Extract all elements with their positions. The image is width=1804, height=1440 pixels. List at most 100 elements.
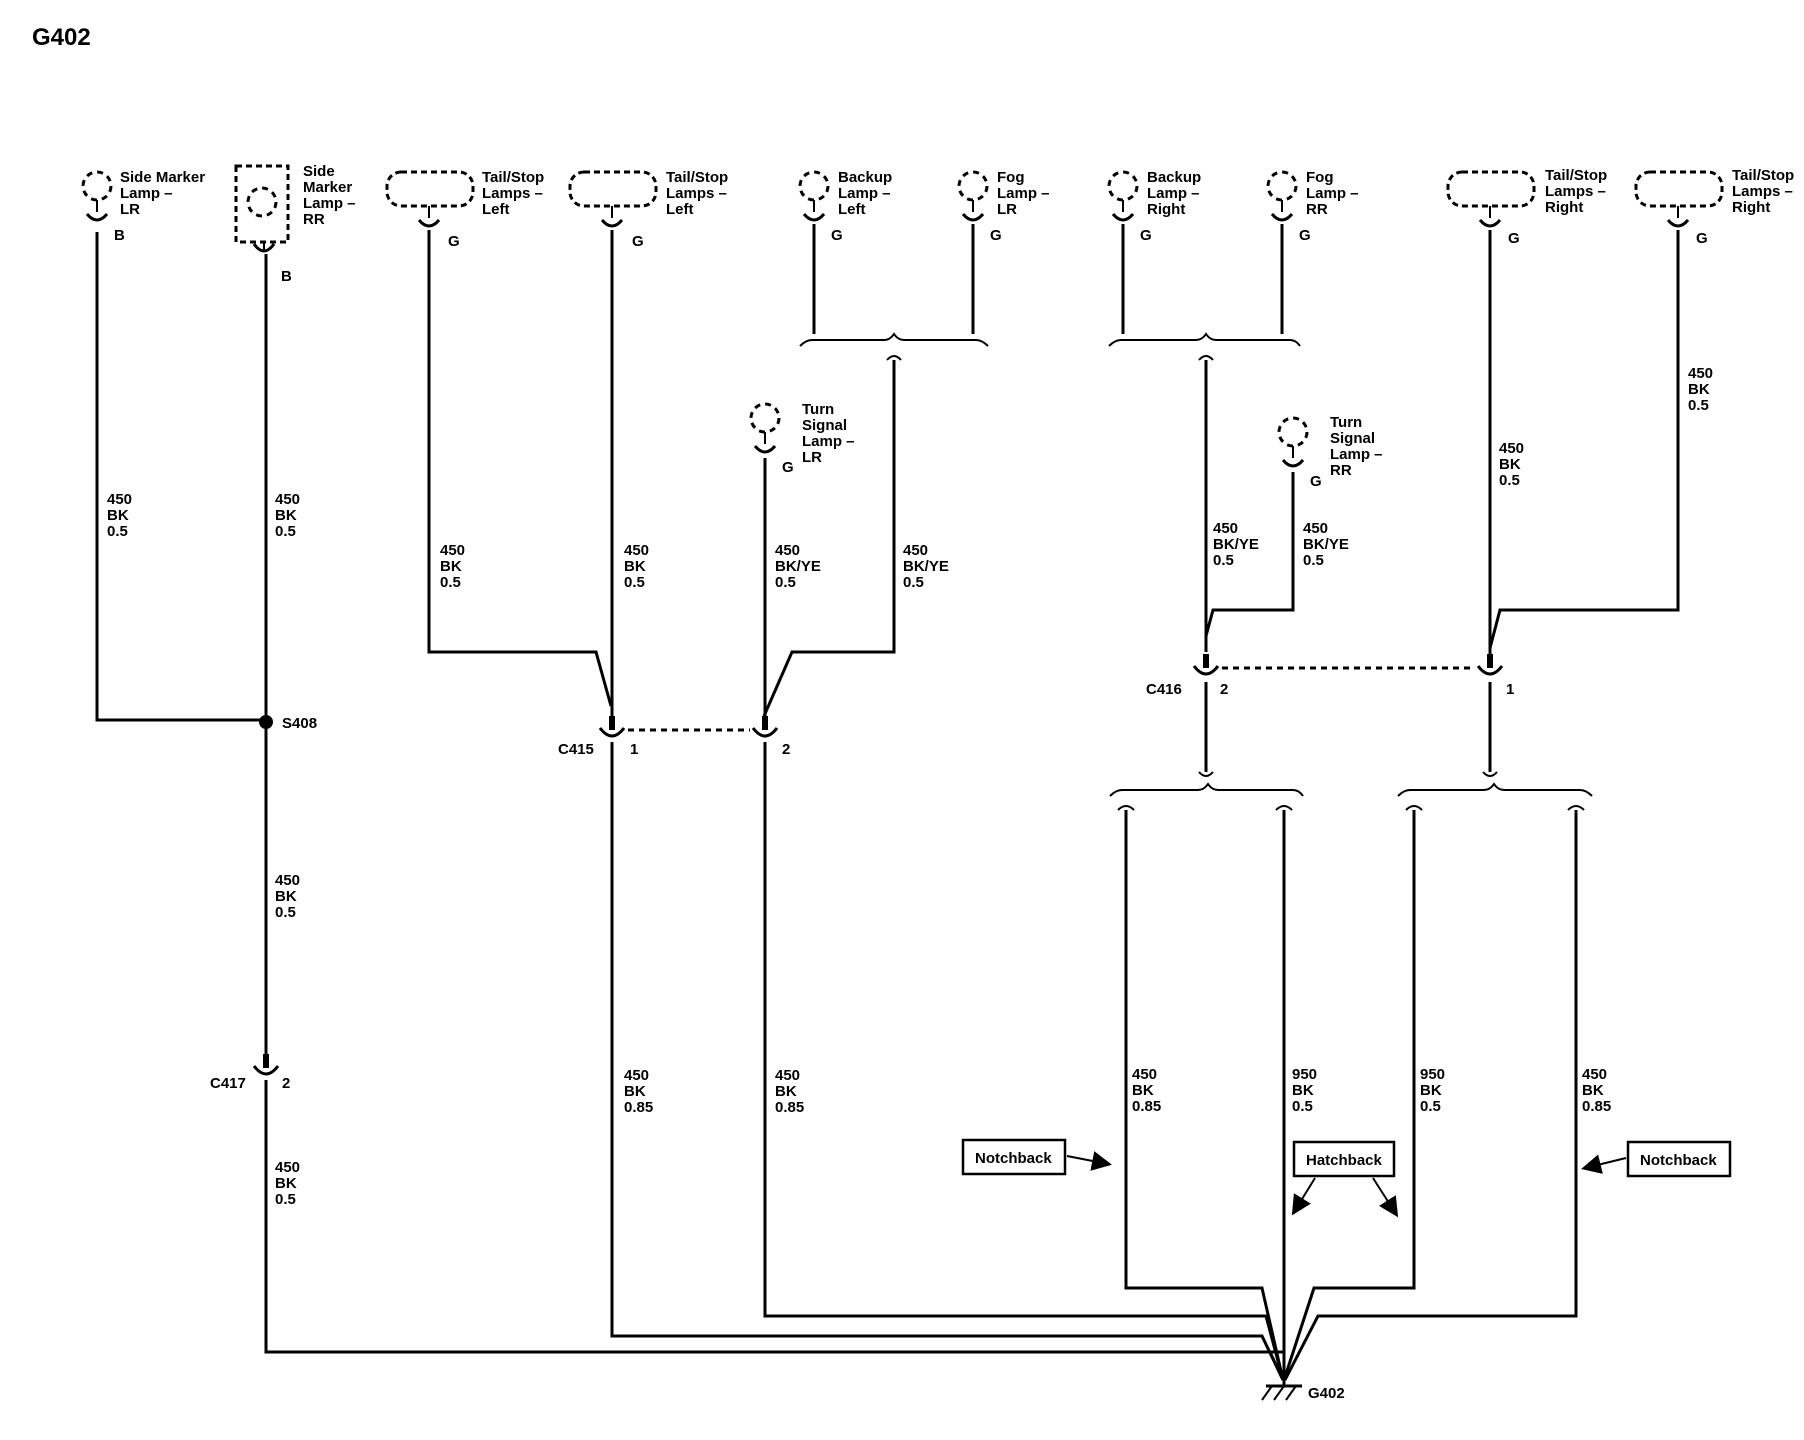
note-notchback-right: Notchback <box>1581 1140 1732 1178</box>
pin-label: G <box>1696 230 1708 247</box>
svg-text:Notchback: Notchback <box>975 1150 1052 1167</box>
pin-label: B <box>281 268 292 285</box>
wire-c415-pin2 <box>763 742 1285 1381</box>
pin-label: G <box>632 233 644 250</box>
pin-label: G <box>1310 473 1322 490</box>
bracket-stub <box>1567 805 1585 811</box>
svg-text:C417: C417 <box>210 1075 246 1092</box>
svg-text:C415: C415 <box>558 741 594 758</box>
wire-ground-merge <box>266 1350 1285 1381</box>
svg-text:2: 2 <box>1220 681 1228 698</box>
svg-text:2: 2 <box>782 741 790 758</box>
bracket-stub <box>1198 771 1214 777</box>
bracket-lower-right <box>1397 782 1593 797</box>
pin-label: G <box>1508 230 1520 247</box>
bracket-stub <box>1275 805 1293 811</box>
splice-s408: S408 <box>259 715 317 732</box>
note-notchback-left: Notchback <box>961 1138 1112 1176</box>
wire-c417-ground <box>264 1080 1283 1354</box>
pin-label: G <box>1140 227 1152 244</box>
wire-turn-signal-rr <box>1204 472 1295 637</box>
connector-c415: C415 1 2 <box>558 716 790 758</box>
wire-c415-pin1 <box>610 742 1285 1381</box>
svg-text:1: 1 <box>630 741 638 758</box>
svg-text:C416: C416 <box>1146 681 1182 698</box>
svg-text:Hatchback: Hatchback <box>1306 1152 1383 1169</box>
bracket-stub <box>1405 805 1423 811</box>
wire-notchback-left <box>1124 810 1285 1381</box>
connector-c416: C416 2 1 <box>1146 654 1514 698</box>
wire-backup-fog-left-merge <box>762 360 896 717</box>
wire-notchback-right <box>1283 810 1578 1381</box>
wire-tail-stop-left-1 <box>427 230 613 707</box>
pin-label: G <box>448 233 460 250</box>
wire-side-marker-lr <box>95 232 266 722</box>
bracket-stub <box>886 355 902 361</box>
pin-label: G <box>831 227 843 244</box>
bracket-right-group <box>1108 332 1301 347</box>
pin-label: G <box>1299 227 1311 244</box>
note-hatchback: Hatchback <box>1291 1140 1399 1218</box>
pin-label: B <box>114 227 125 244</box>
page-title: G402 <box>32 24 91 51</box>
svg-text:S408: S408 <box>282 715 317 732</box>
wire-tail-stop-right-2 <box>1488 230 1680 649</box>
pin-label: G <box>990 227 1002 244</box>
bracket-lower-left <box>1109 782 1304 797</box>
connector-c417: C417 2 <box>210 1054 290 1092</box>
ground-g402: G402 <box>1261 1380 1345 1402</box>
bracket-stub <box>1198 355 1214 361</box>
wire-hatchback-right <box>1282 810 1416 1381</box>
svg-text:2: 2 <box>282 1075 290 1092</box>
bracket-left-group <box>799 332 989 347</box>
svg-text:Notchback: Notchback <box>1640 1152 1717 1169</box>
pin-label: G <box>782 459 794 476</box>
svg-text:1: 1 <box>1506 681 1514 698</box>
svg-text:G402: G402 <box>1308 1385 1345 1402</box>
bracket-stub <box>1117 805 1135 811</box>
bracket-stub <box>1482 771 1498 777</box>
